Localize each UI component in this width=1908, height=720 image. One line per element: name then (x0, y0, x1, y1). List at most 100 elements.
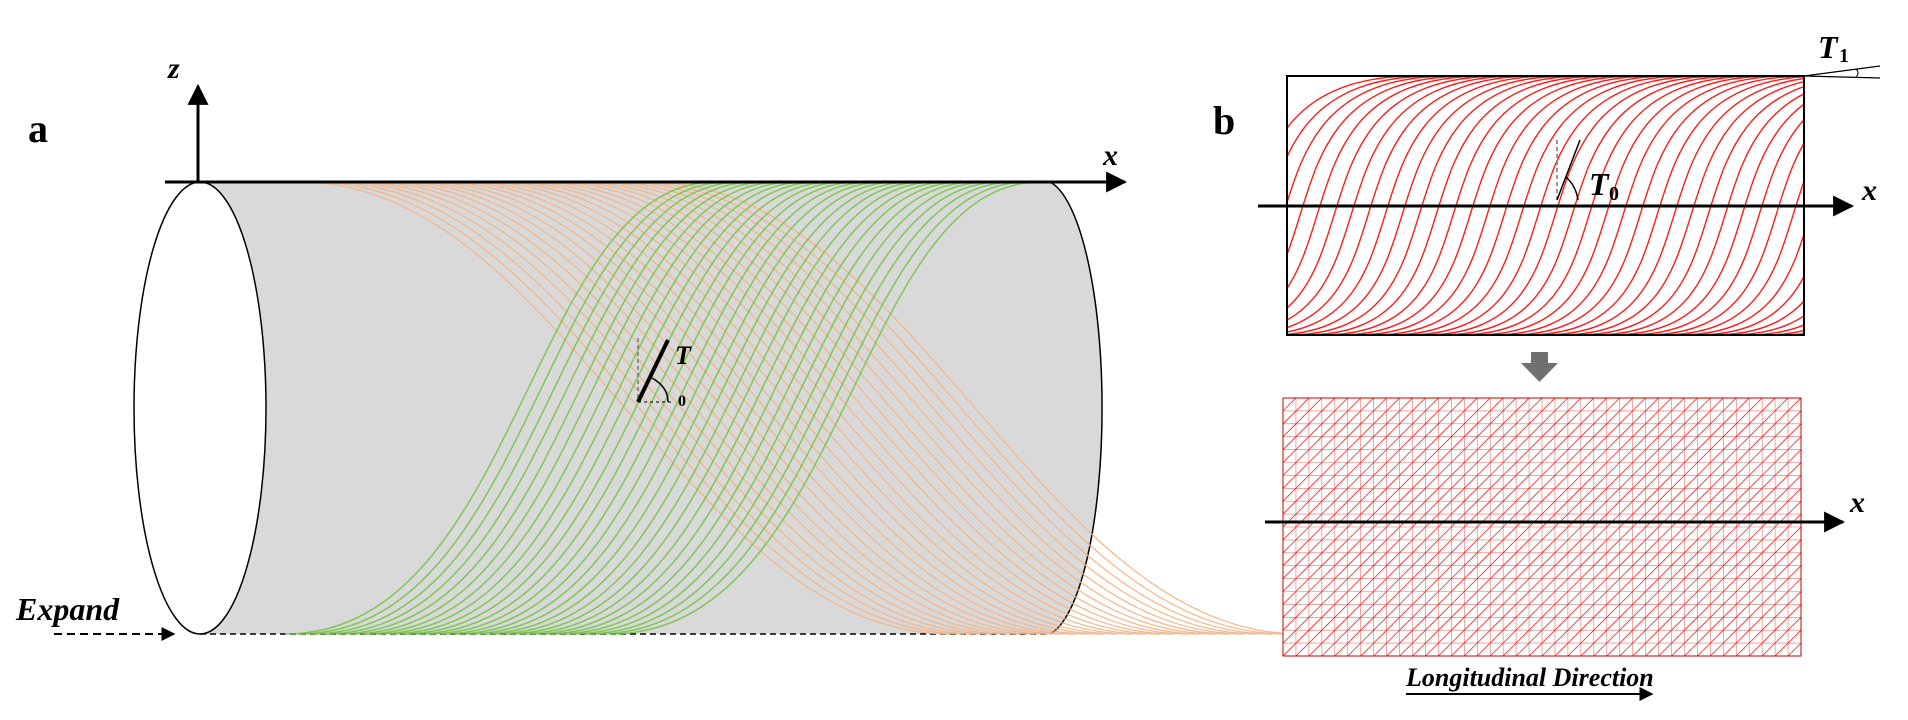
mesh-fiber-segment (1761, 475, 1776, 489)
mesh-fiber-segment (1373, 604, 1387, 618)
mesh-fiber-segment (1502, 462, 1517, 476)
mesh-fiber-segment (1360, 449, 1374, 463)
mesh-fiber-segment (1645, 500, 1659, 515)
mesh-fiber-segment (1360, 617, 1374, 631)
green-fiber (284, 181, 716, 635)
green-fiber (596, 181, 1028, 635)
mesh-fiber-segment (1347, 591, 1361, 605)
mesh-fiber-segment (1554, 436, 1569, 450)
mesh-fiber-segment (1748, 475, 1763, 489)
mesh-fiber-segment (1347, 578, 1361, 592)
mesh-fiber-segment (1528, 436, 1543, 450)
mesh-fiber-segment (1373, 500, 1387, 515)
mesh-fiber-segment (1399, 642, 1413, 656)
mesh-fiber-segment (1684, 462, 1698, 476)
mesh-fiber-segment (1425, 500, 1439, 515)
mesh-fiber-segment (1515, 488, 1530, 502)
red-fiber-curve (1677, 232, 1804, 335)
mesh-fiber-segment (1295, 565, 1310, 579)
mesh-fiber-segment (1632, 578, 1646, 592)
mesh-fiber-segment (1386, 552, 1400, 566)
expand-label: Expand (15, 591, 120, 627)
mesh-fiber-segment (1489, 642, 1504, 656)
mesh-fiber-segment (1528, 423, 1543, 437)
mesh-fiber-segment (1619, 500, 1633, 515)
mesh-fiber-segment (1451, 423, 1465, 437)
red-fiber-curve (1848, 76, 1908, 335)
mesh-fiber-segment (1464, 475, 1478, 489)
mesh-fiber-segment (1321, 500, 1336, 515)
mesh-fiber-segment (1593, 475, 1608, 489)
mesh-fiber-segment (1774, 591, 1789, 605)
x-axis-label-top: x (1861, 174, 1877, 207)
mesh-fiber-segment (1619, 449, 1633, 463)
mesh-fiber-segment (1748, 617, 1763, 631)
mesh-fiber-segment (1735, 500, 1750, 515)
mesh-fiber-segment (1606, 629, 1620, 644)
mesh-fiber-segment (1360, 578, 1374, 592)
mesh-fiber-segment (1386, 642, 1400, 656)
mesh-fiber-segment (1697, 449, 1711, 463)
mesh-fiber-segment (1723, 629, 1737, 644)
mesh-fiber-segment (1502, 500, 1517, 515)
mesh-fiber-segment (1593, 526, 1608, 541)
mesh-fiber-segment (1710, 398, 1724, 412)
mesh-fiber-segment (1619, 398, 1633, 412)
mesh-fiber-segment (1684, 539, 1698, 554)
mesh-fiber-segment (1658, 488, 1672, 502)
mesh-fiber-segment (1360, 423, 1374, 437)
green-fiber (505, 181, 937, 635)
z-axis-label: z (167, 52, 180, 85)
mesh-fiber-segment (1464, 398, 1478, 412)
mesh-fiber-segment (1671, 539, 1685, 554)
mesh-fiber-segment (1761, 591, 1776, 605)
mesh-fiber-segment (1360, 488, 1374, 502)
green-fiber (349, 181, 781, 635)
mesh-fiber-segment (1735, 578, 1750, 592)
mesh-fiber-segment (1645, 565, 1659, 579)
mesh-fiber-segment (1567, 449, 1582, 463)
mesh-fiber-segment (1710, 475, 1724, 489)
mesh-fiber-segment (1710, 436, 1724, 450)
mesh-fiber-segment (1476, 462, 1491, 476)
mesh-fiber-segment (1619, 462, 1633, 476)
mesh-fiber-segment (1412, 398, 1426, 412)
mesh-fiber-segment (1360, 526, 1374, 541)
mesh-fiber-segment (1658, 410, 1672, 425)
mesh-fiber-segment (1710, 617, 1724, 631)
orange-fiber (467, 181, 1119, 635)
mesh-fiber-segment (1528, 462, 1543, 476)
mesh-fiber-segment (1425, 526, 1439, 541)
mesh-fiber-segment (1554, 449, 1569, 463)
mesh-fiber-segment (1386, 475, 1400, 489)
orange-fiber (523, 181, 1175, 635)
mesh-fiber-segment (1658, 591, 1672, 605)
mesh-fiber-segment (1541, 449, 1556, 463)
mesh-fiber-segment (1541, 423, 1556, 437)
mesh-fiber-segment (1373, 436, 1387, 450)
mesh-fiber-segment (1373, 410, 1387, 425)
mesh-fiber-segment (1489, 500, 1504, 515)
mesh-fiber-segment (1774, 436, 1789, 450)
mesh-fiber-segment (1489, 462, 1504, 476)
mesh-fiber-segment (1425, 629, 1439, 644)
mesh-fiber-segment (1334, 488, 1349, 502)
mesh-fiber-segment (1684, 526, 1698, 541)
mesh-fiber-segment (1321, 617, 1336, 631)
mesh-fiber-segment (1697, 423, 1711, 437)
mesh-fiber-segment (1334, 552, 1349, 566)
mesh-fiber-segment (1438, 565, 1452, 579)
mesh-fiber-segment (1723, 552, 1737, 566)
mesh-fiber-segment (1360, 436, 1374, 450)
discretized-fiber-mesh (1283, 398, 1801, 656)
mesh-fiber-segment (1658, 526, 1672, 541)
mesh-fiber-segment (1515, 578, 1530, 592)
mesh-fiber-segment (1347, 410, 1361, 425)
mesh-fiber-segment (1735, 423, 1750, 437)
mesh-fiber-segment (1451, 642, 1465, 656)
mesh-fiber-segment (1295, 578, 1310, 592)
mesh-fiber-segment (1748, 449, 1763, 463)
mesh-fiber-segment (1735, 462, 1750, 476)
mesh-fiber-segment (1347, 475, 1361, 489)
mesh-fiber-segment (1321, 423, 1336, 437)
